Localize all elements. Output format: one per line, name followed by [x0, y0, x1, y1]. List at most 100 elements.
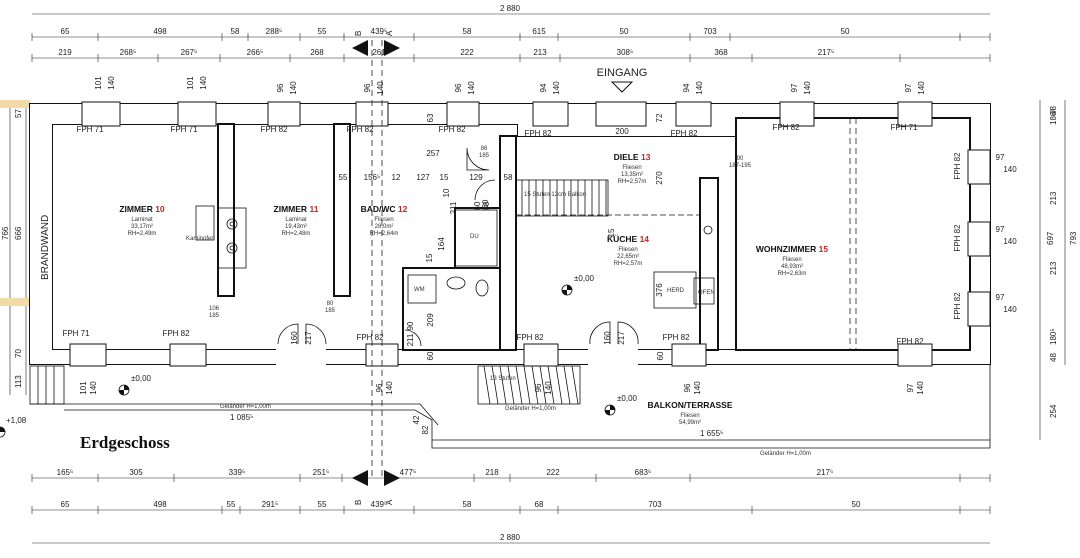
brandwand-label: BRANDWAND	[40, 215, 51, 280]
opening-dimension: 96	[454, 83, 463, 92]
window-label: FPH 82	[346, 125, 374, 134]
dimension-label: 80	[327, 301, 334, 307]
opening-dimension: 140	[1003, 305, 1017, 314]
dimension-label: 267⁵	[181, 48, 198, 57]
dimension-label: 439⁵	[371, 500, 388, 509]
kaminofen-label: Kaminofen	[186, 236, 215, 242]
dimension-label: 251⁵	[313, 468, 330, 477]
svg-text:Geländer H=1,00m: Geländer H=1,00m	[220, 404, 271, 410]
svg-text:Geländer H=1,00m: Geländer H=1,00m	[505, 406, 556, 412]
room-detail: Fliesen	[622, 165, 641, 171]
opening-dimension: 140	[376, 81, 385, 95]
dimension-label: 58	[231, 27, 240, 36]
dimension-label: 55	[318, 500, 327, 509]
shower-label: DU	[470, 234, 479, 240]
opening-dimension: 101	[94, 76, 103, 90]
svg-text:±0,00: ±0,00	[617, 394, 638, 403]
svg-text:A: A	[385, 30, 394, 36]
opening-dimension: 140	[544, 381, 553, 395]
room-detail: RH=2,49m	[128, 231, 157, 237]
svg-text:113: 113	[14, 375, 23, 388]
dimension-label: 268	[310, 48, 324, 57]
opening-dimension: 97	[790, 83, 799, 92]
dimension-label: 368	[714, 48, 728, 57]
dimension-label: 60	[656, 351, 665, 360]
svg-text:213: 213	[1049, 261, 1058, 275]
dimension-label: 106	[209, 306, 220, 312]
svg-text:697: 697	[1046, 231, 1055, 245]
window-label: FPH 82	[356, 333, 384, 342]
room-name: KÜCHE 14	[607, 234, 649, 244]
dimension-label: 58	[504, 173, 513, 182]
dimension-label: 50	[841, 27, 850, 36]
svg-text:793: 793	[1069, 231, 1078, 245]
svg-text:70: 70	[14, 349, 23, 358]
room-detail: Laminat	[131, 217, 153, 223]
room-name: BAD/WC 12	[361, 204, 408, 214]
room-detail: 54,99m²	[679, 420, 701, 426]
svg-text:15 Stufen 13cm Balkon: 15 Stufen 13cm Balkon	[524, 192, 586, 198]
opening-dimension: 140	[803, 81, 812, 95]
window-labels: FPH 71 FPH 71 FPH 82 FPH 82 FPH 82 FPH 82 FPH …	[62, 123, 962, 346]
dimension-label: 72	[655, 113, 664, 122]
dimension-label: 12	[392, 173, 401, 182]
balcony: Geländer H=1,00m Geländer H=1,00m Geländ…	[30, 364, 991, 457]
opening-dimension: 140	[107, 76, 116, 90]
window-label: FPH 82	[896, 337, 924, 346]
dimension-label: 60	[481, 199, 490, 208]
window-label: FPH 82	[953, 152, 962, 180]
ofen-label: OFEN	[698, 290, 715, 296]
window-label: FPH 71	[170, 125, 198, 134]
svg-text:57: 57	[14, 109, 23, 118]
room-detail: Laminat	[285, 217, 307, 223]
dimension-label: 65	[61, 27, 70, 36]
dimension-label: 185	[479, 153, 490, 159]
dimension-label: 218	[485, 468, 499, 477]
dimension-label: 439⁵	[371, 27, 388, 36]
opening-dimension: 96	[276, 83, 285, 92]
dimension-label: 160	[290, 331, 299, 345]
room-detail: 19,43m²	[285, 224, 307, 230]
dimension-label: 68	[535, 500, 544, 509]
room-number: 13	[641, 152, 651, 162]
opening-dimension: 140	[695, 81, 704, 95]
opening-dimension: 96	[363, 83, 372, 92]
opening-dimension: 140	[552, 81, 561, 95]
dimension-label: 217	[617, 331, 626, 345]
room-detail: Fliesen	[782, 257, 801, 263]
room-name: ZIMMER 10	[119, 204, 165, 214]
dimension-label: 156⁵	[364, 173, 381, 182]
svg-text:B: B	[354, 31, 363, 36]
room-detail: RH=2,48m	[282, 231, 311, 237]
dimension-label: 60	[426, 351, 435, 360]
room-detail: 22,65m²	[617, 254, 639, 260]
room-number: 10	[155, 204, 165, 214]
dimension-label: 291⁵	[262, 500, 279, 509]
dimension-label: 65	[61, 500, 70, 509]
herd-label: HERD	[667, 288, 685, 294]
opening-dimension: 140	[467, 81, 476, 95]
dimension-label: 42	[412, 415, 421, 424]
total-width-top: 2 880	[500, 4, 521, 13]
room-number: 14	[640, 234, 650, 244]
dimension-label: 50	[852, 500, 861, 509]
window-label: FPH 71	[890, 123, 918, 132]
exterior-stairs: 13 Stufen	[29, 365, 581, 405]
opening-dimension: 140	[289, 81, 298, 95]
window-label: FPH 82	[953, 224, 962, 252]
dimension-label: 58	[463, 27, 472, 36]
dimension-label: 185	[209, 313, 220, 319]
room-detail: 13,35m²	[621, 172, 643, 178]
svg-text:1 085⁵: 1 085⁵	[230, 413, 253, 422]
dimension-label: 50	[620, 27, 629, 36]
opening-dimension: 140	[385, 381, 394, 395]
window-label: FPH 82	[260, 125, 288, 134]
left-dimensions: 57 766 666 70 113	[0, 100, 30, 395]
